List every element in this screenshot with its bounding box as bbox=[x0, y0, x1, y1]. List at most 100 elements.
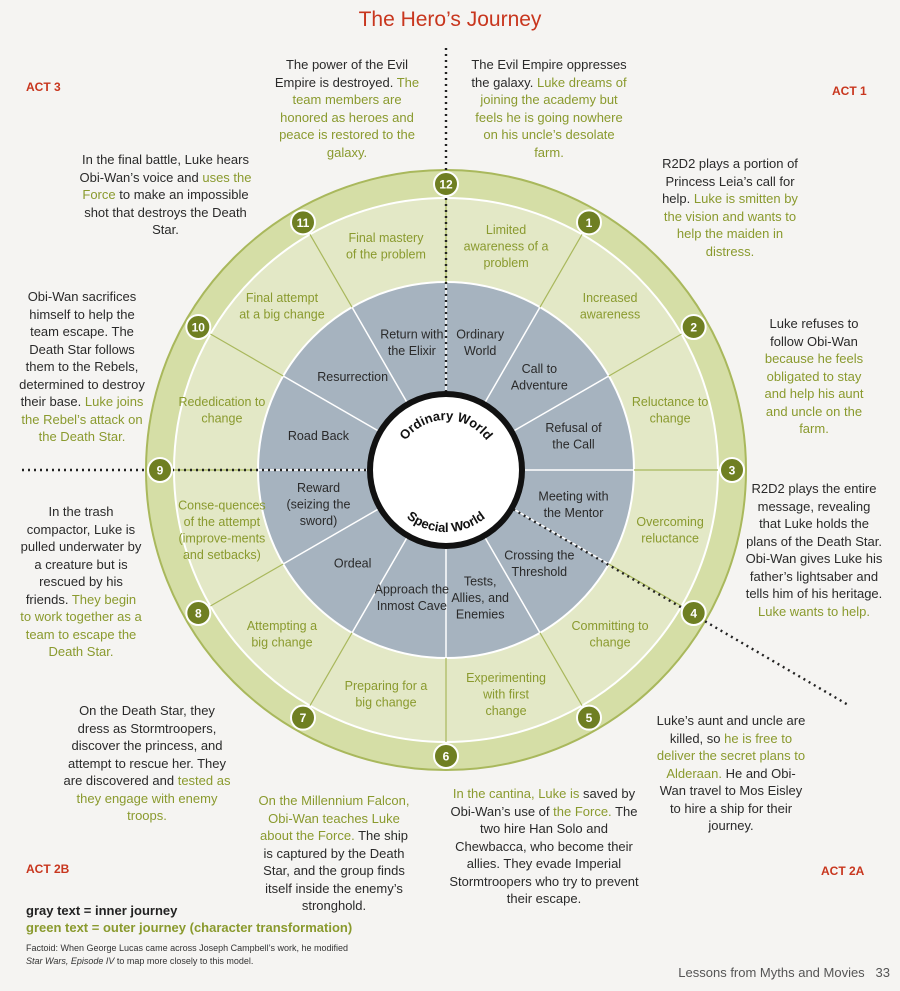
annotation-8-gray: On the Death Star, they dress as Stormtr… bbox=[63, 703, 226, 788]
step-number-9: 9 bbox=[157, 464, 164, 478]
annotation-2-green: Luke is smitten by the vision and wants … bbox=[663, 191, 798, 259]
annotation-4-green: Luke wants to help. bbox=[757, 603, 871, 619]
annotation-step-8: On the Death Star, they dress as Stormtr… bbox=[62, 702, 232, 825]
outer-divider bbox=[309, 632, 353, 706]
annotation-1-gray: The Evil Empire oppresses the galaxy. bbox=[471, 57, 627, 90]
inner-divider bbox=[483, 306, 541, 405]
annotation-step-11: In the final battle, Luke hears Obi-Wan’… bbox=[78, 151, 253, 239]
step-number-12: 12 bbox=[439, 178, 453, 192]
inner-step-label-10: Road Back bbox=[288, 429, 350, 443]
act-1-label: ACT 1 bbox=[832, 84, 867, 98]
annotation-9-gray: In the trash compactor, Luke is pulled u… bbox=[20, 504, 142, 607]
annotation-10-gray: Obi-Wan sacrifices himself to help the t… bbox=[19, 289, 145, 409]
step-badge-10: 10 bbox=[185, 314, 212, 340]
step-badge-7: 7 bbox=[290, 704, 316, 731]
step-number-6: 6 bbox=[443, 750, 450, 764]
outer-divider bbox=[608, 333, 682, 377]
annotation-step-1: The Evil Empire oppresses the galaxy. Lu… bbox=[468, 56, 630, 161]
annotation-1-green: Luke dreams of joining the academy but f… bbox=[475, 74, 627, 160]
outer-divider bbox=[539, 632, 583, 706]
annotation-6-gray-2: The two hire Han Solo and Chewbacca, who… bbox=[449, 803, 639, 907]
annotation-12-gray: The power of the Evil Empire is destroye… bbox=[274, 57, 409, 90]
inner-step-label-11: Resurrection bbox=[317, 370, 388, 384]
step-number-2: 2 bbox=[690, 321, 697, 335]
annotation-12-green: The team members are honored as heroes a… bbox=[279, 74, 420, 160]
step-badge-4: 4 bbox=[680, 600, 707, 626]
factoid-title: Star Wars, Episode IV bbox=[26, 956, 115, 966]
act-2a-label: ACT 2A bbox=[821, 864, 865, 878]
inner-divider bbox=[511, 375, 610, 433]
page-number: 33 bbox=[875, 965, 890, 980]
step-number-4: 4 bbox=[690, 607, 697, 621]
annotation-3-green: because he feels obligated to stay and h… bbox=[764, 351, 864, 436]
annotation-7-green: On the Millennium Falcon, Obi-Wan teache… bbox=[258, 793, 410, 843]
annotation-10-green: Luke joins the Rebel’s attack on the Dea… bbox=[21, 394, 144, 444]
step-number-3: 3 bbox=[729, 464, 736, 478]
step-badge-8: 8 bbox=[185, 600, 212, 626]
center-circle bbox=[367, 391, 525, 549]
step-number-7: 7 bbox=[300, 711, 307, 725]
annotation-step-12: The power of the Evil Empire is destroye… bbox=[268, 56, 426, 161]
annotation-3-gray: Luke refuses to follow Obi-Wan bbox=[769, 316, 859, 349]
annotation-11-gray-2: to make an impossible shot that destroys… bbox=[84, 187, 249, 237]
inner-divider bbox=[282, 507, 381, 565]
annotation-step-10: Obi-Wan sacrifices himself to help the t… bbox=[18, 288, 146, 446]
outer-divider bbox=[210, 333, 284, 377]
inner-step-label-8: Ordeal bbox=[334, 557, 372, 571]
annotation-5-gray-2: He and Obi-Wan travel to Mos Eisley to h… bbox=[659, 765, 803, 834]
diagram-title: The Hero’s Journey bbox=[358, 8, 542, 31]
step-number-1: 1 bbox=[586, 216, 593, 230]
act-3-label: ACT 3 bbox=[26, 80, 61, 94]
step-number-11: 11 bbox=[297, 216, 310, 230]
annotation-2-gray: R2D2 plays a portion of Princess Leia’s … bbox=[662, 156, 798, 206]
footer-text: Lessons from Myths and Movies bbox=[678, 965, 865, 980]
step-badge-3: 3 bbox=[719, 457, 745, 483]
annotation-step-7: On the Millennium Falcon, Obi-Wan teache… bbox=[254, 792, 414, 915]
step-badge-9: 9 bbox=[147, 457, 173, 483]
step-number-5: 5 bbox=[586, 711, 593, 725]
annotation-step-9: In the trash compactor, Luke is pulled u… bbox=[20, 503, 142, 661]
annotation-9-green: They begin to work together as a team to… bbox=[20, 591, 142, 660]
step-number-10: 10 bbox=[192, 321, 206, 335]
annotation-11-green: uses the Force bbox=[82, 169, 252, 203]
factoid-post: to map more closely to this model. bbox=[114, 956, 254, 966]
annotation-7-gray: The ship is captured by the Death Star, … bbox=[263, 828, 408, 913]
factoid: Factoid: When George Lucas came across J… bbox=[26, 942, 356, 968]
factoid-pre: Factoid: When George Lucas came across J… bbox=[26, 943, 348, 953]
annotation-step-5: Luke’s aunt and uncle are killed, so he … bbox=[656, 712, 806, 835]
outer-divider bbox=[309, 234, 353, 308]
page-footer: Lessons from Myths and Movies 33 bbox=[678, 965, 890, 980]
step-badge-5: 5 bbox=[576, 704, 602, 731]
annotation-5-green: he is free to deliver the secret plans t… bbox=[656, 730, 806, 781]
legend-green: green text = outer journey (character tr… bbox=[26, 920, 353, 935]
annotation-6-green-2: the Force. bbox=[553, 803, 612, 819]
annotation-6-green: In the cantina, Luke is bbox=[452, 786, 580, 801]
step-badge-2: 2 bbox=[680, 314, 707, 340]
outer-divider bbox=[539, 234, 583, 308]
inner-divider bbox=[351, 306, 409, 405]
outer-divider bbox=[210, 563, 284, 607]
annotation-step-3: Luke refuses to follow Obi-Wan because h… bbox=[755, 315, 873, 438]
inner-divider bbox=[282, 375, 381, 433]
inner-divider bbox=[351, 535, 409, 634]
annotation-6-gray: saved by Obi-Wan’s use of bbox=[450, 786, 636, 819]
